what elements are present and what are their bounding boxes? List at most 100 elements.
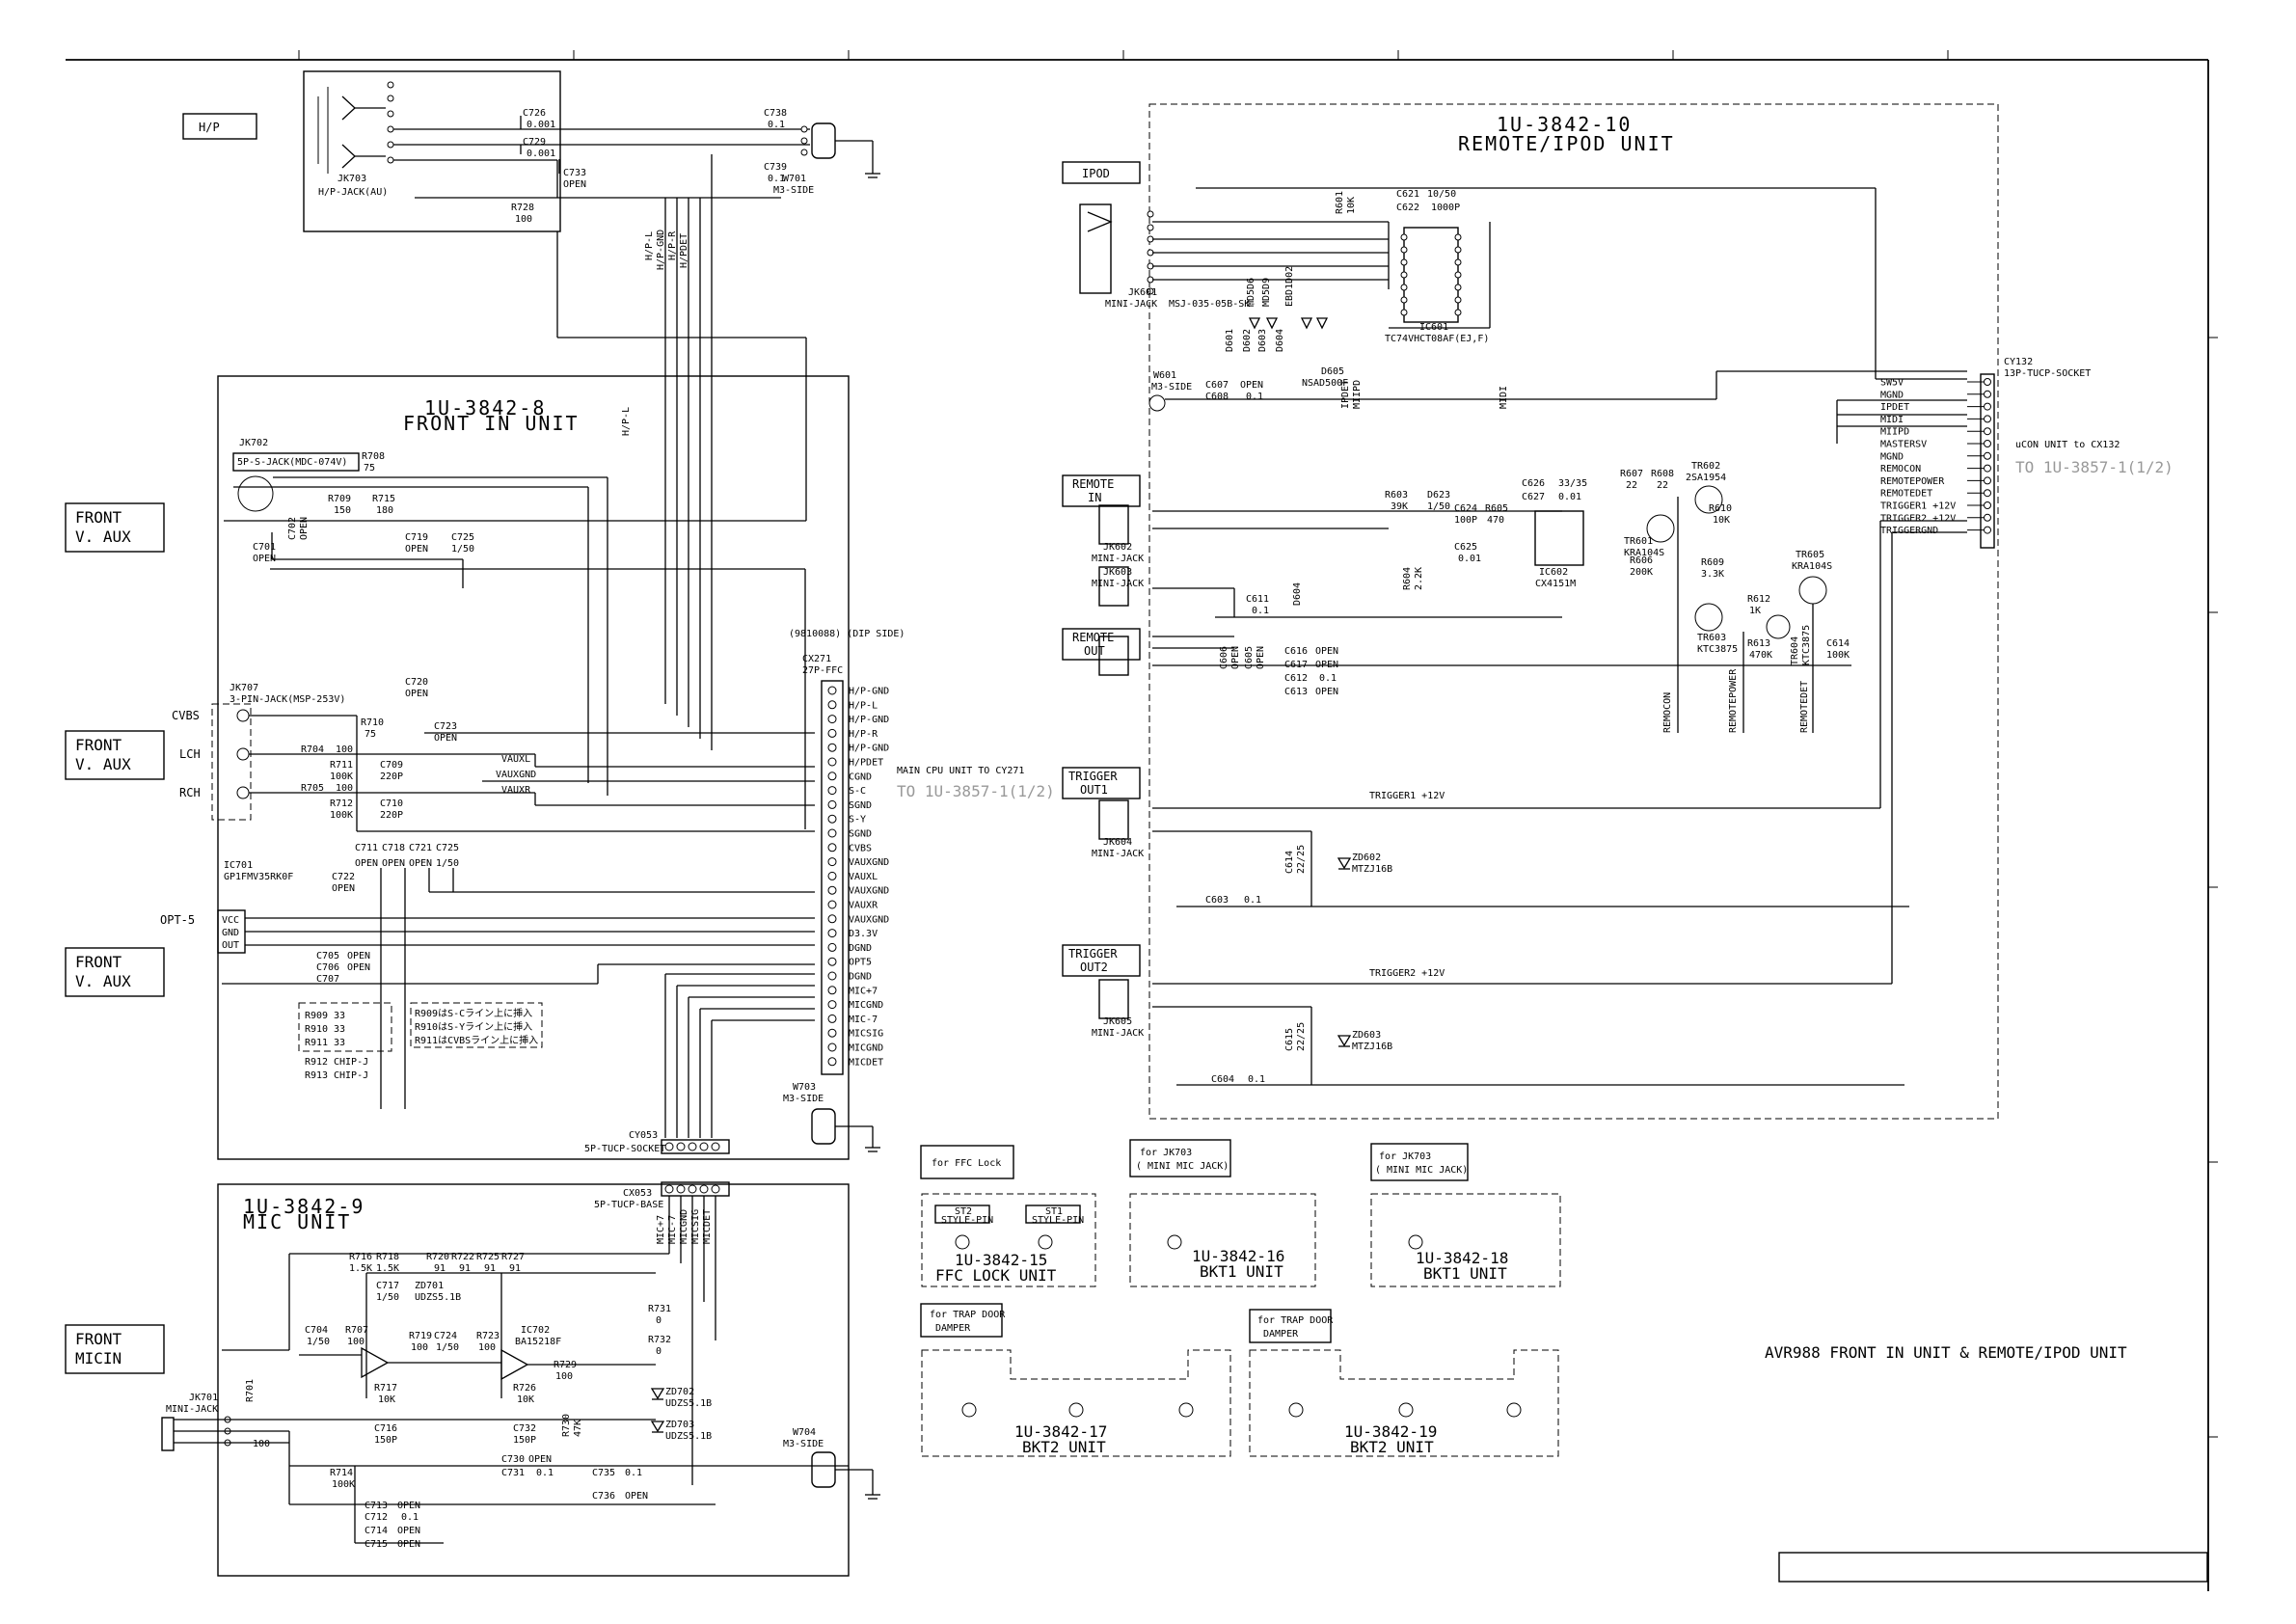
svg-text:C722: C722: [332, 872, 355, 882]
svg-text:C736: C736: [592, 1491, 615, 1502]
svg-text:1/50: 1/50: [376, 1292, 399, 1303]
cx271-pin: [827, 715, 837, 724]
svg-text:22/25: 22/25: [1296, 1022, 1307, 1051]
cy132-pin-label: TRIGGER1 +12V: [1880, 501, 1956, 512]
svg-text:R726: R726: [513, 1383, 536, 1394]
svg-text:MTZJ16B: MTZJ16B: [1352, 864, 1392, 875]
svg-text:TR603: TR603: [1697, 633, 1726, 643]
svg-text:3.3K: 3.3K: [1701, 569, 1724, 580]
svg-text:OPEN: OPEN: [1315, 687, 1338, 697]
svg-text:R709: R709: [328, 494, 351, 504]
svg-text:C723: C723: [434, 721, 457, 732]
svg-text:C735: C735: [592, 1468, 615, 1478]
svg-text:CY053: CY053: [629, 1130, 658, 1141]
svg-text:91: 91: [459, 1263, 471, 1274]
svg-text:R909はS-Cライン上に挿入: R909はS-Cライン上に挿入: [415, 1007, 532, 1019]
front-in-unit-outline: [217, 375, 850, 1160]
svg-text:OPEN: OPEN: [405, 689, 428, 699]
svg-text:TRIGGER1 +12V: TRIGGER1 +12V: [1369, 791, 1445, 801]
svg-text:R723: R723: [476, 1331, 500, 1341]
svg-text:REMOCON: REMOCON: [1662, 692, 1673, 733]
svg-text:REMOTE: REMOTE: [1072, 631, 1114, 644]
cy132-pin: [1984, 402, 1991, 411]
svg-text:C624: C624: [1454, 503, 1477, 514]
svg-text:13P-TUCP-SOCKET: 13P-TUCP-SOCKET: [2004, 368, 2091, 379]
cx271-pin-label: MIC+7: [849, 986, 878, 996]
svg-text:R911: R911: [305, 1038, 328, 1048]
svg-text:UDZS5.1B: UDZS5.1B: [665, 1431, 712, 1442]
svg-text:0.1: 0.1: [1319, 673, 1337, 684]
svg-text:10/50: 10/50: [1427, 189, 1456, 200]
svg-text:C725: C725: [451, 532, 474, 543]
cx271-pin-label: CGND: [849, 771, 872, 782]
svg-text:OPEN: OPEN: [382, 858, 405, 869]
svg-text:GND: GND: [222, 928, 239, 938]
svg-text:100: 100: [555, 1371, 573, 1382]
front-vaux-box-1: FRONT V. AUX: [65, 502, 165, 553]
svg-text:C613: C613: [1284, 687, 1308, 697]
svg-text:47K: 47K: [573, 1420, 583, 1437]
svg-text:OUT: OUT: [1084, 644, 1105, 658]
svg-text:BKT2 UNIT: BKT2 UNIT: [1350, 1438, 1434, 1456]
svg-text:DAMPER: DAMPER: [1263, 1329, 1299, 1340]
svg-text:150: 150: [334, 505, 351, 516]
svg-text:100: 100: [347, 1337, 365, 1347]
svg-text:OPEN: OPEN: [397, 1526, 420, 1536]
svg-text:IC602: IC602: [1539, 567, 1568, 578]
cx271-pin-label: MICDET: [849, 1057, 883, 1068]
svg-text:1/50: 1/50: [451, 544, 474, 555]
cx271-pin: [827, 828, 837, 838]
front-vaux-box-2: FRONT V. AUX: [65, 730, 165, 780]
svg-text:V. AUX: V. AUX: [75, 755, 131, 773]
svg-text:MAIN CPU UNIT TO CY271: MAIN CPU UNIT TO CY271: [897, 766, 1024, 776]
cx271-pin-label: MICGND: [849, 1000, 883, 1011]
cx271-pin-label: S-Y: [849, 815, 866, 826]
svg-text:ST2: ST2: [955, 1206, 972, 1217]
remote-ipod-unit: 1U-3842-10 REMOTE/IPOD UNIT IPOD REMOTEI…: [1062, 103, 2174, 1120]
svg-text:1/50: 1/50: [436, 1342, 459, 1353]
cy132-pin-label: TRIGGERGND: [1880, 526, 1938, 536]
svg-text:22/25: 22/25: [1296, 845, 1307, 874]
svg-text:M3-SIDE: M3-SIDE: [783, 1094, 824, 1104]
svg-text:OPEN: OPEN: [253, 554, 276, 564]
input-cvbs-label: CVBS: [172, 709, 200, 722]
ic601-pin: [1454, 246, 1462, 254]
svg-text:IC702: IC702: [521, 1325, 550, 1336]
svg-text:MICSIG: MICSIG: [690, 1209, 701, 1244]
svg-text:for JK703: for JK703: [1140, 1148, 1192, 1158]
cx271-pin: [827, 843, 837, 853]
svg-text:R715: R715: [372, 494, 395, 504]
svg-text:C614: C614: [1284, 851, 1295, 874]
svg-text:100: 100: [411, 1342, 428, 1353]
svg-text:R708: R708: [362, 451, 385, 462]
cx271-pin-label: DGND: [849, 943, 872, 954]
cy132-pin: [1984, 415, 1991, 423]
svg-text:TO 1U-3857-1(1/2): TO 1U-3857-1(1/2): [2015, 458, 2174, 476]
cy132-pin-label: MGND: [1880, 390, 1904, 400]
svg-text:R729: R729: [554, 1360, 577, 1370]
cx271-pin: [827, 871, 837, 880]
svg-text:R718: R718: [376, 1252, 399, 1262]
svg-text:for TRAP DOOR: for TRAP DOOR: [1257, 1315, 1334, 1326]
svg-text:C625: C625: [1454, 542, 1477, 553]
svg-text:100K: 100K: [330, 810, 353, 821]
svg-text:MIIPD: MIIPD: [1352, 380, 1363, 409]
svg-text:33: 33: [334, 1024, 345, 1035]
svg-text:R720: R720: [426, 1252, 449, 1262]
svg-text:OUT1: OUT1: [1080, 783, 1108, 797]
svg-text:FRONT: FRONT: [75, 953, 122, 971]
svg-text:C607: C607: [1205, 380, 1229, 391]
svg-text:R607: R607: [1620, 469, 1643, 479]
cy132-pin-label: MGND: [1880, 451, 1904, 462]
svg-text:TR601: TR601: [1624, 536, 1653, 547]
svg-text:ZD602: ZD602: [1352, 853, 1381, 863]
svg-text:V. AUX: V. AUX: [75, 972, 131, 990]
svg-text:DAMPER: DAMPER: [935, 1323, 971, 1334]
svg-text:R714: R714: [330, 1468, 353, 1478]
hp-label: H/P: [199, 121, 220, 134]
svg-text:C713: C713: [365, 1501, 388, 1511]
svg-text:OPEN: OPEN: [528, 1454, 552, 1465]
input-rch-label: RCH: [179, 786, 201, 799]
cx271-pin-label: SGND: [849, 829, 872, 840]
